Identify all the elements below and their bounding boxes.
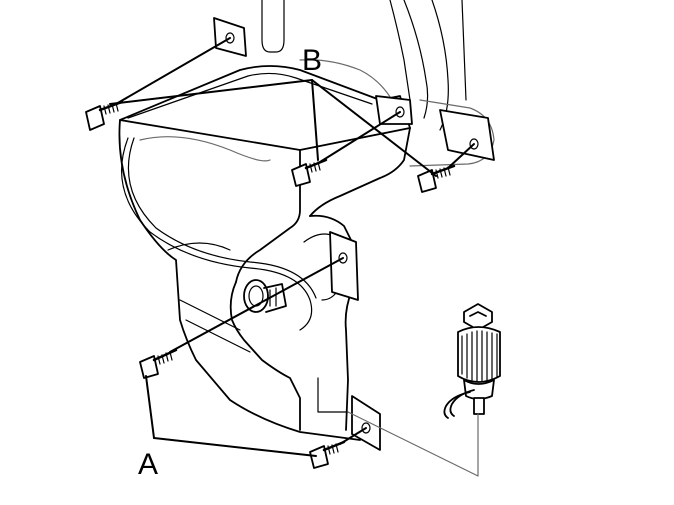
washer-hose [121,99,495,331]
bolt-a1 [139,348,178,379]
washer-pump [347,303,501,477]
reservoir-tank [118,65,411,441]
pump-socket [243,279,287,313]
callout-label-b: B [302,44,322,77]
bolt-b3 [417,164,456,193]
leader-lines [109,37,475,457]
callout-label-a: A [138,448,158,481]
bolt-b2 [291,158,328,187]
bolt-b1 [85,100,124,131]
mounting-brackets [213,17,495,451]
upper-structure [261,0,467,131]
bolts [85,100,456,469]
